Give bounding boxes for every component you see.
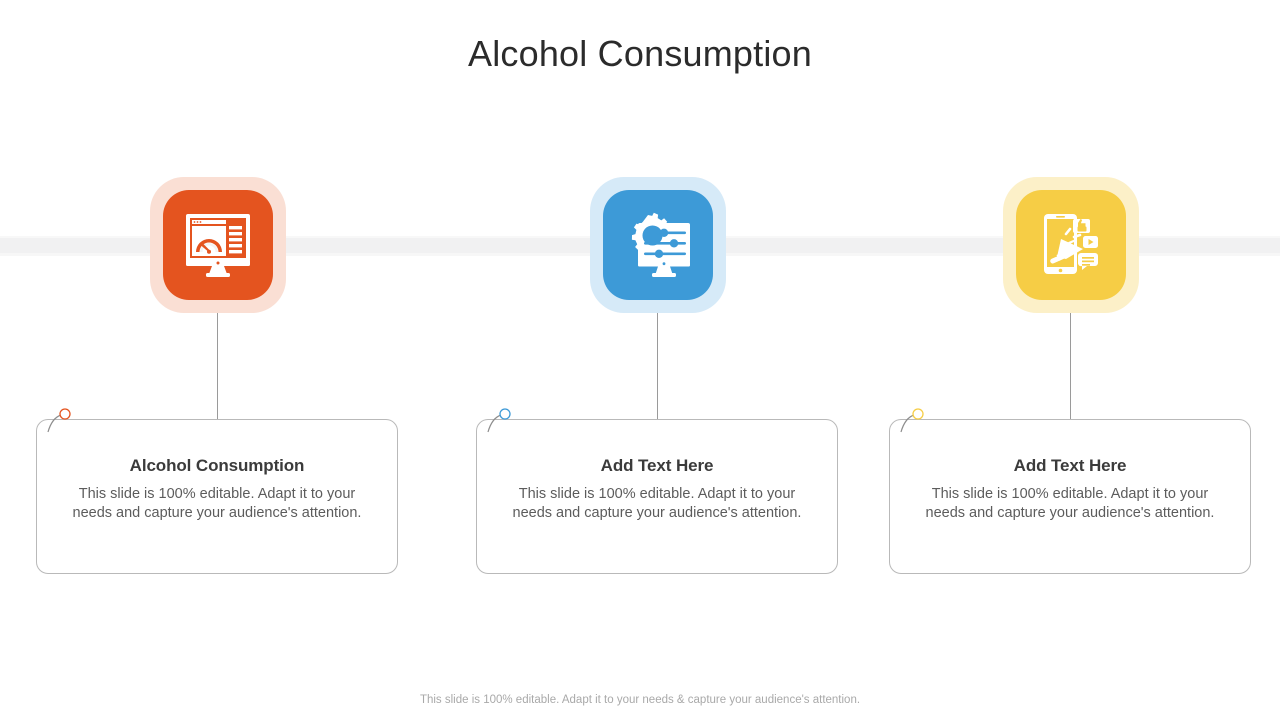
footer-note: This slide is 100% editable. Adapt it to… — [419, 694, 861, 706]
card-body-2: Add Text Here This slide is 100% editabl… — [476, 419, 838, 574]
column-2: Add Text Here This slide is 100% editabl… — [448, 0, 868, 720]
card-marker-2 — [487, 408, 511, 433]
card-text-2: This slide is 100% editable. Adapt it to… — [512, 486, 802, 521]
connector-line-1 — [217, 313, 218, 421]
card-text-3: This slide is 100% editable. Adapt it to… — [925, 486, 1215, 521]
monitor-gauge-dashboard-icon[interactable] — [163, 190, 273, 300]
card-heading-3: Add Text Here — [1013, 456, 1127, 475]
card-3[interactable] — [889, 419, 1251, 574]
column-3: Add Text Here This slide is 100% editabl… — [861, 0, 1280, 720]
card-marker-3 — [900, 408, 924, 433]
card-heading-2: Add Text Here — [600, 456, 714, 475]
column-1: Alcohol Consumption This slide is 100% e… — [8, 0, 428, 720]
card-1[interactable] — [36, 419, 398, 574]
monitor-gear-settings-icon[interactable] — [603, 190, 713, 300]
connector-line-2 — [657, 313, 658, 421]
page-title: Alcohol Consumption — [468, 33, 812, 74]
smartphone-megaphone-social-icon[interactable] — [1016, 190, 1126, 300]
card-marker-1 — [47, 408, 71, 433]
card-heading-1: Alcohol Consumption — [129, 456, 305, 475]
connector-line-3 — [1070, 313, 1071, 421]
card-body-1: Alcohol Consumption This slide is 100% e… — [36, 419, 398, 574]
card-body-3: Add Text Here This slide is 100% editabl… — [889, 419, 1251, 574]
card-text-1: This slide is 100% editable. Adapt it to… — [72, 486, 362, 521]
card-2[interactable] — [476, 419, 838, 574]
